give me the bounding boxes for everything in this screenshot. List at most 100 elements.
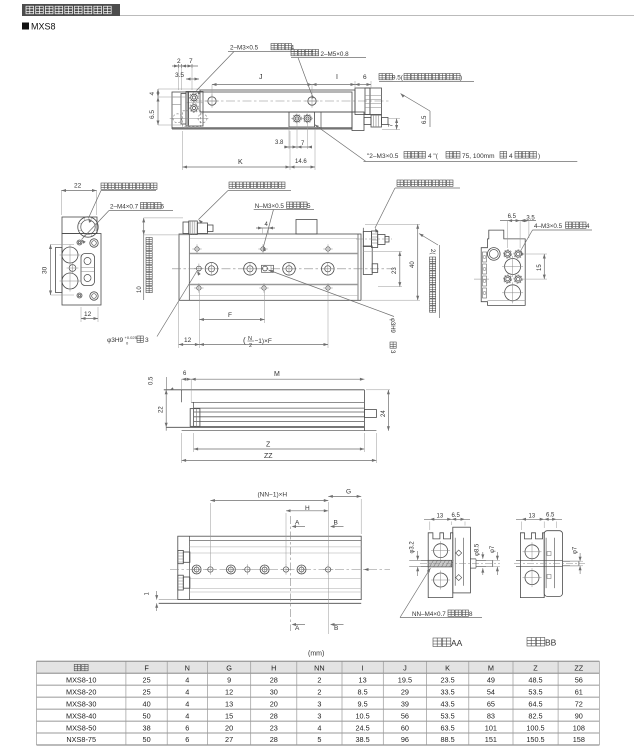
svg-text:29: 29 <box>401 687 409 696</box>
svg-text:9.5(: 9.5( <box>392 75 404 82</box>
svg-text:39: 39 <box>401 699 409 708</box>
svg-text:6: 6 <box>363 74 367 81</box>
svg-text:φ8.5: φ8.5 <box>475 543 481 556</box>
svg-text:3.5: 3.5 <box>175 72 184 79</box>
svg-text:2: 2 <box>317 687 321 696</box>
svg-text:3.8: 3.8 <box>275 140 284 146</box>
svg-text:(NN−1)×H: (NN−1)×H <box>258 492 288 499</box>
svg-text:H: H <box>305 505 310 512</box>
svg-text:27: 27 <box>225 735 233 744</box>
svg-text:56: 56 <box>575 675 583 684</box>
svg-text:φ3H9: φ3H9 <box>107 337 124 344</box>
svg-text:19.5: 19.5 <box>398 675 412 684</box>
svg-text:φ7: φ7 <box>573 546 579 554</box>
svg-text:53.5: 53.5 <box>440 711 454 720</box>
svg-text:3: 3 <box>389 350 395 354</box>
svg-text:4: 4 <box>265 222 269 228</box>
svg-text:20: 20 <box>225 723 233 732</box>
svg-text:2: 2 <box>177 58 181 65</box>
svg-text:13: 13 <box>529 514 536 520</box>
svg-text:54: 54 <box>487 687 495 696</box>
svg-text:MXS8: MXS8 <box>31 22 56 32</box>
svg-text:72: 72 <box>575 699 583 708</box>
svg-text:6.5: 6.5 <box>149 110 156 119</box>
svg-text:NN: NN <box>314 663 325 672</box>
svg-text:24: 24 <box>381 410 387 417</box>
svg-text:(mm): (mm) <box>308 651 324 658</box>
svg-text:6.5: 6.5 <box>422 115 428 124</box>
svg-text:BB: BB <box>545 638 557 648</box>
svg-text:): ) <box>538 153 540 160</box>
svg-text:13: 13 <box>225 699 233 708</box>
svg-text:: 2–M5×0.8: : 2–M5×0.8 <box>317 51 349 58</box>
svg-text:43.5: 43.5 <box>440 699 454 708</box>
svg-text:25: 25 <box>143 687 151 696</box>
svg-text:6: 6 <box>185 735 189 744</box>
svg-text:MXS8-40: MXS8-40 <box>66 711 96 720</box>
svg-text:12: 12 <box>84 311 92 318</box>
svg-text:K: K <box>445 663 450 672</box>
svg-text:φ3H9: φ3H9 <box>389 318 395 334</box>
svg-text:H: H <box>271 663 276 672</box>
svg-text:J: J <box>403 663 407 672</box>
svg-text:2–M3×0.5: 2–M3×0.5 <box>230 45 259 52</box>
svg-text:82.5: 82.5 <box>528 711 542 720</box>
svg-text:61: 61 <box>575 687 583 696</box>
svg-text:4 "(: 4 "( <box>428 153 439 160</box>
svg-text:3: 3 <box>317 711 321 720</box>
svg-text:10: 10 <box>137 286 143 293</box>
svg-text:4–M3×0.5: 4–M3×0.5 <box>534 223 563 230</box>
svg-text:N: N <box>248 336 252 342</box>
svg-text:28: 28 <box>270 711 278 720</box>
svg-text:−1)×F: −1)×F <box>255 338 272 345</box>
svg-text:): ) <box>460 75 462 82</box>
svg-text:Z: Z <box>266 442 271 449</box>
svg-text:12: 12 <box>225 687 233 696</box>
svg-text:NXS8-75: NXS8-75 <box>66 735 96 744</box>
svg-text:6: 6 <box>183 371 187 377</box>
svg-text:22: 22 <box>74 183 82 190</box>
svg-text:50: 50 <box>143 711 151 720</box>
svg-text:30: 30 <box>42 266 49 274</box>
svg-text:75, 100mm: 75, 100mm <box>462 153 495 160</box>
svg-text:MXS8-10: MXS8-10 <box>66 675 96 684</box>
svg-text:2: 2 <box>317 675 321 684</box>
svg-text:A: A <box>295 520 300 527</box>
svg-text:53.5: 53.5 <box>528 687 542 696</box>
svg-text:7: 7 <box>189 58 193 65</box>
svg-text:6: 6 <box>161 204 165 211</box>
svg-text:10.5: 10.5 <box>355 711 369 720</box>
svg-text:M: M <box>274 371 280 378</box>
svg-text:15: 15 <box>225 711 233 720</box>
svg-text:2–M4×0.7: 2–M4×0.7 <box>110 204 139 211</box>
svg-text:φ3.2: φ3.2 <box>410 541 416 554</box>
svg-text:15: 15 <box>537 264 543 271</box>
svg-text:3: 3 <box>317 699 321 708</box>
svg-text:4: 4 <box>509 153 513 160</box>
svg-text:20: 20 <box>270 699 278 708</box>
svg-text:G: G <box>346 489 351 496</box>
svg-text:AA: AA <box>451 638 463 648</box>
svg-text:63.5: 63.5 <box>440 723 454 732</box>
svg-text:65: 65 <box>487 699 495 708</box>
svg-text:4: 4 <box>185 675 189 684</box>
svg-text:151: 151 <box>485 735 497 744</box>
svg-text:96: 96 <box>401 735 409 744</box>
svg-text:F: F <box>144 663 149 672</box>
svg-text:49: 49 <box>487 675 495 684</box>
svg-text:9: 9 <box>227 675 231 684</box>
svg-text:B: B <box>334 625 338 632</box>
svg-text:0.5: 0.5 <box>149 376 155 385</box>
svg-text:4: 4 <box>586 223 590 230</box>
svg-text:6: 6 <box>185 723 189 732</box>
svg-text:G: G <box>226 663 232 672</box>
svg-text:83: 83 <box>487 711 495 720</box>
svg-text:1: 1 <box>145 592 151 596</box>
svg-text:MXS8-50: MXS8-50 <box>66 723 96 732</box>
svg-text:108: 108 <box>573 723 585 732</box>
svg-text:Z: Z <box>533 663 538 672</box>
svg-text:4: 4 <box>317 723 321 732</box>
svg-text:"2–M3×0.5: "2–M3×0.5 <box>367 153 399 160</box>
svg-text:48.5: 48.5 <box>528 675 542 684</box>
svg-text:13: 13 <box>437 514 444 520</box>
